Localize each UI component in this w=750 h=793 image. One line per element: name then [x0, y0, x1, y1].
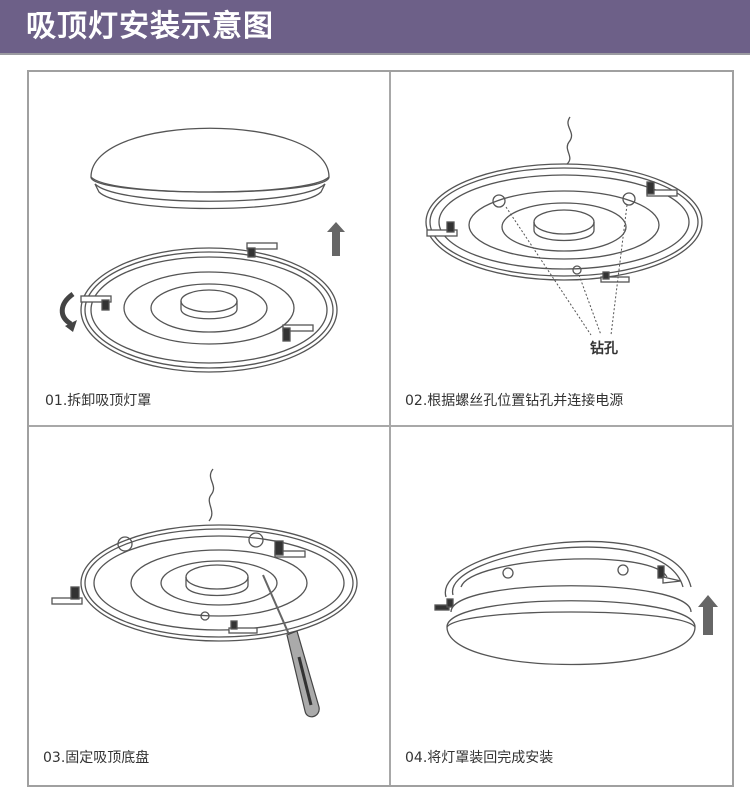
step-1-illustration [59, 127, 345, 373]
step-4-illustration [434, 540, 718, 666]
step-4-caption: 04.将灯罩装回完成安装 [405, 750, 554, 766]
header-banner: 吸顶灯安装示意图 [0, 0, 750, 55]
step-3-panel: 03.固定吸顶底盘 [29, 427, 389, 787]
up-arrow-icon [698, 595, 718, 635]
instruction-grid: 01.拆卸吸顶灯罩 [27, 70, 734, 787]
step-3-illustration [51, 468, 358, 718]
base-plate-icon [80, 247, 338, 373]
grid-divider-horizontal [29, 425, 732, 427]
base-plate-icon [425, 163, 703, 281]
step-2-panel: 钻孔 02.根据螺丝孔位置钻孔并连接电源 [391, 72, 734, 425]
page-title: 吸顶灯安装示意图 [26, 9, 274, 44]
step-4-panel: 04.将灯罩装回完成安装 [391, 427, 734, 787]
step-1-panel: 01.拆卸吸顶灯罩 [29, 72, 389, 425]
drill-hole-icon [505, 204, 628, 336]
grid-divider-vertical [389, 72, 391, 785]
base-plate-icon [80, 524, 358, 642]
lamp-cover-icon [90, 127, 330, 210]
wire-icon [208, 468, 215, 522]
step-2-caption: 02.根据螺丝孔位置钻孔并连接电源 [405, 393, 624, 409]
screwdriver-icon [262, 574, 320, 718]
drill-hole-label: 钻孔 [590, 341, 618, 357]
step-1-caption: 01.拆卸吸顶灯罩 [45, 393, 152, 409]
assembled-lamp-icon [434, 540, 696, 666]
step-3-caption: 03.固定吸顶底盘 [43, 750, 150, 766]
up-arrow-icon [327, 222, 345, 256]
rotate-arrow-icon [59, 291, 77, 332]
step-2-illustration [425, 116, 703, 336]
wire-icon [566, 116, 573, 165]
